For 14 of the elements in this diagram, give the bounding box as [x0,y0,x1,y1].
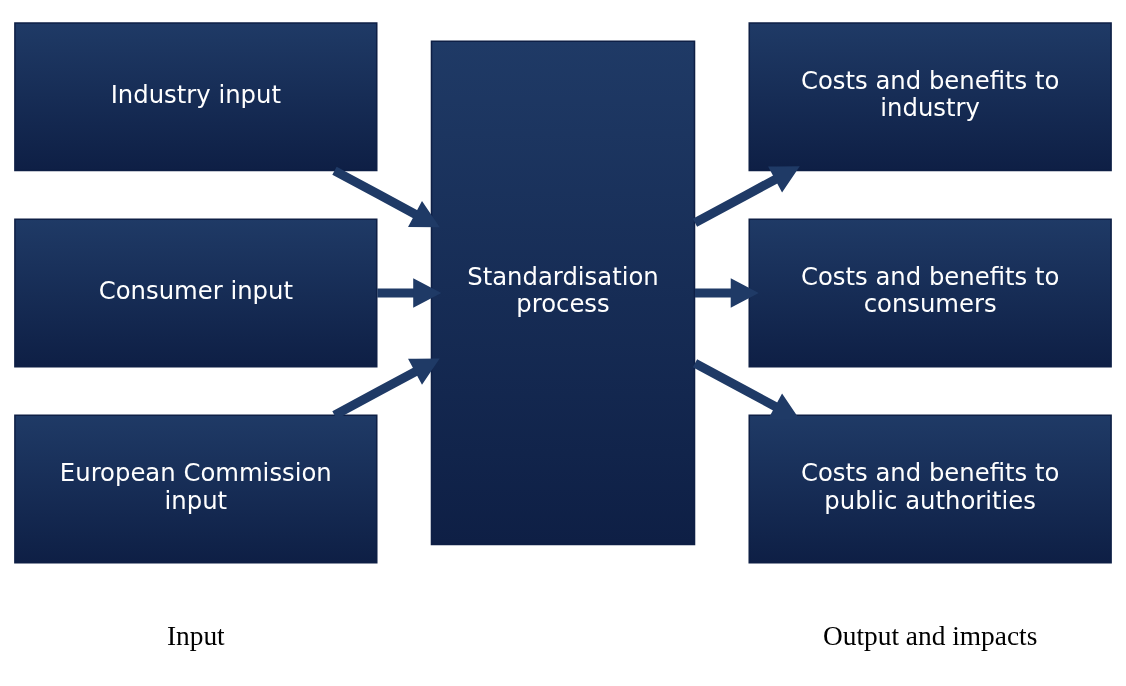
arrow [692,165,800,227]
arrow [694,277,759,308]
arrow [332,166,440,227]
label: Input [166,620,225,651]
node-box: Industry input [14,21,378,171]
node-box: Standardisation process [430,40,696,545]
arrow [332,358,440,419]
arrow [377,277,442,308]
node-box: European Commission input [14,414,378,564]
node-box: Consumer input [14,217,378,367]
label: Output and impacts [823,620,1038,651]
node-box: Costs and benefits to industry [748,21,1112,171]
node-box: Costs and benefits to consumers [748,217,1112,367]
node-box: Costs and benefits to public authorities [748,414,1112,564]
